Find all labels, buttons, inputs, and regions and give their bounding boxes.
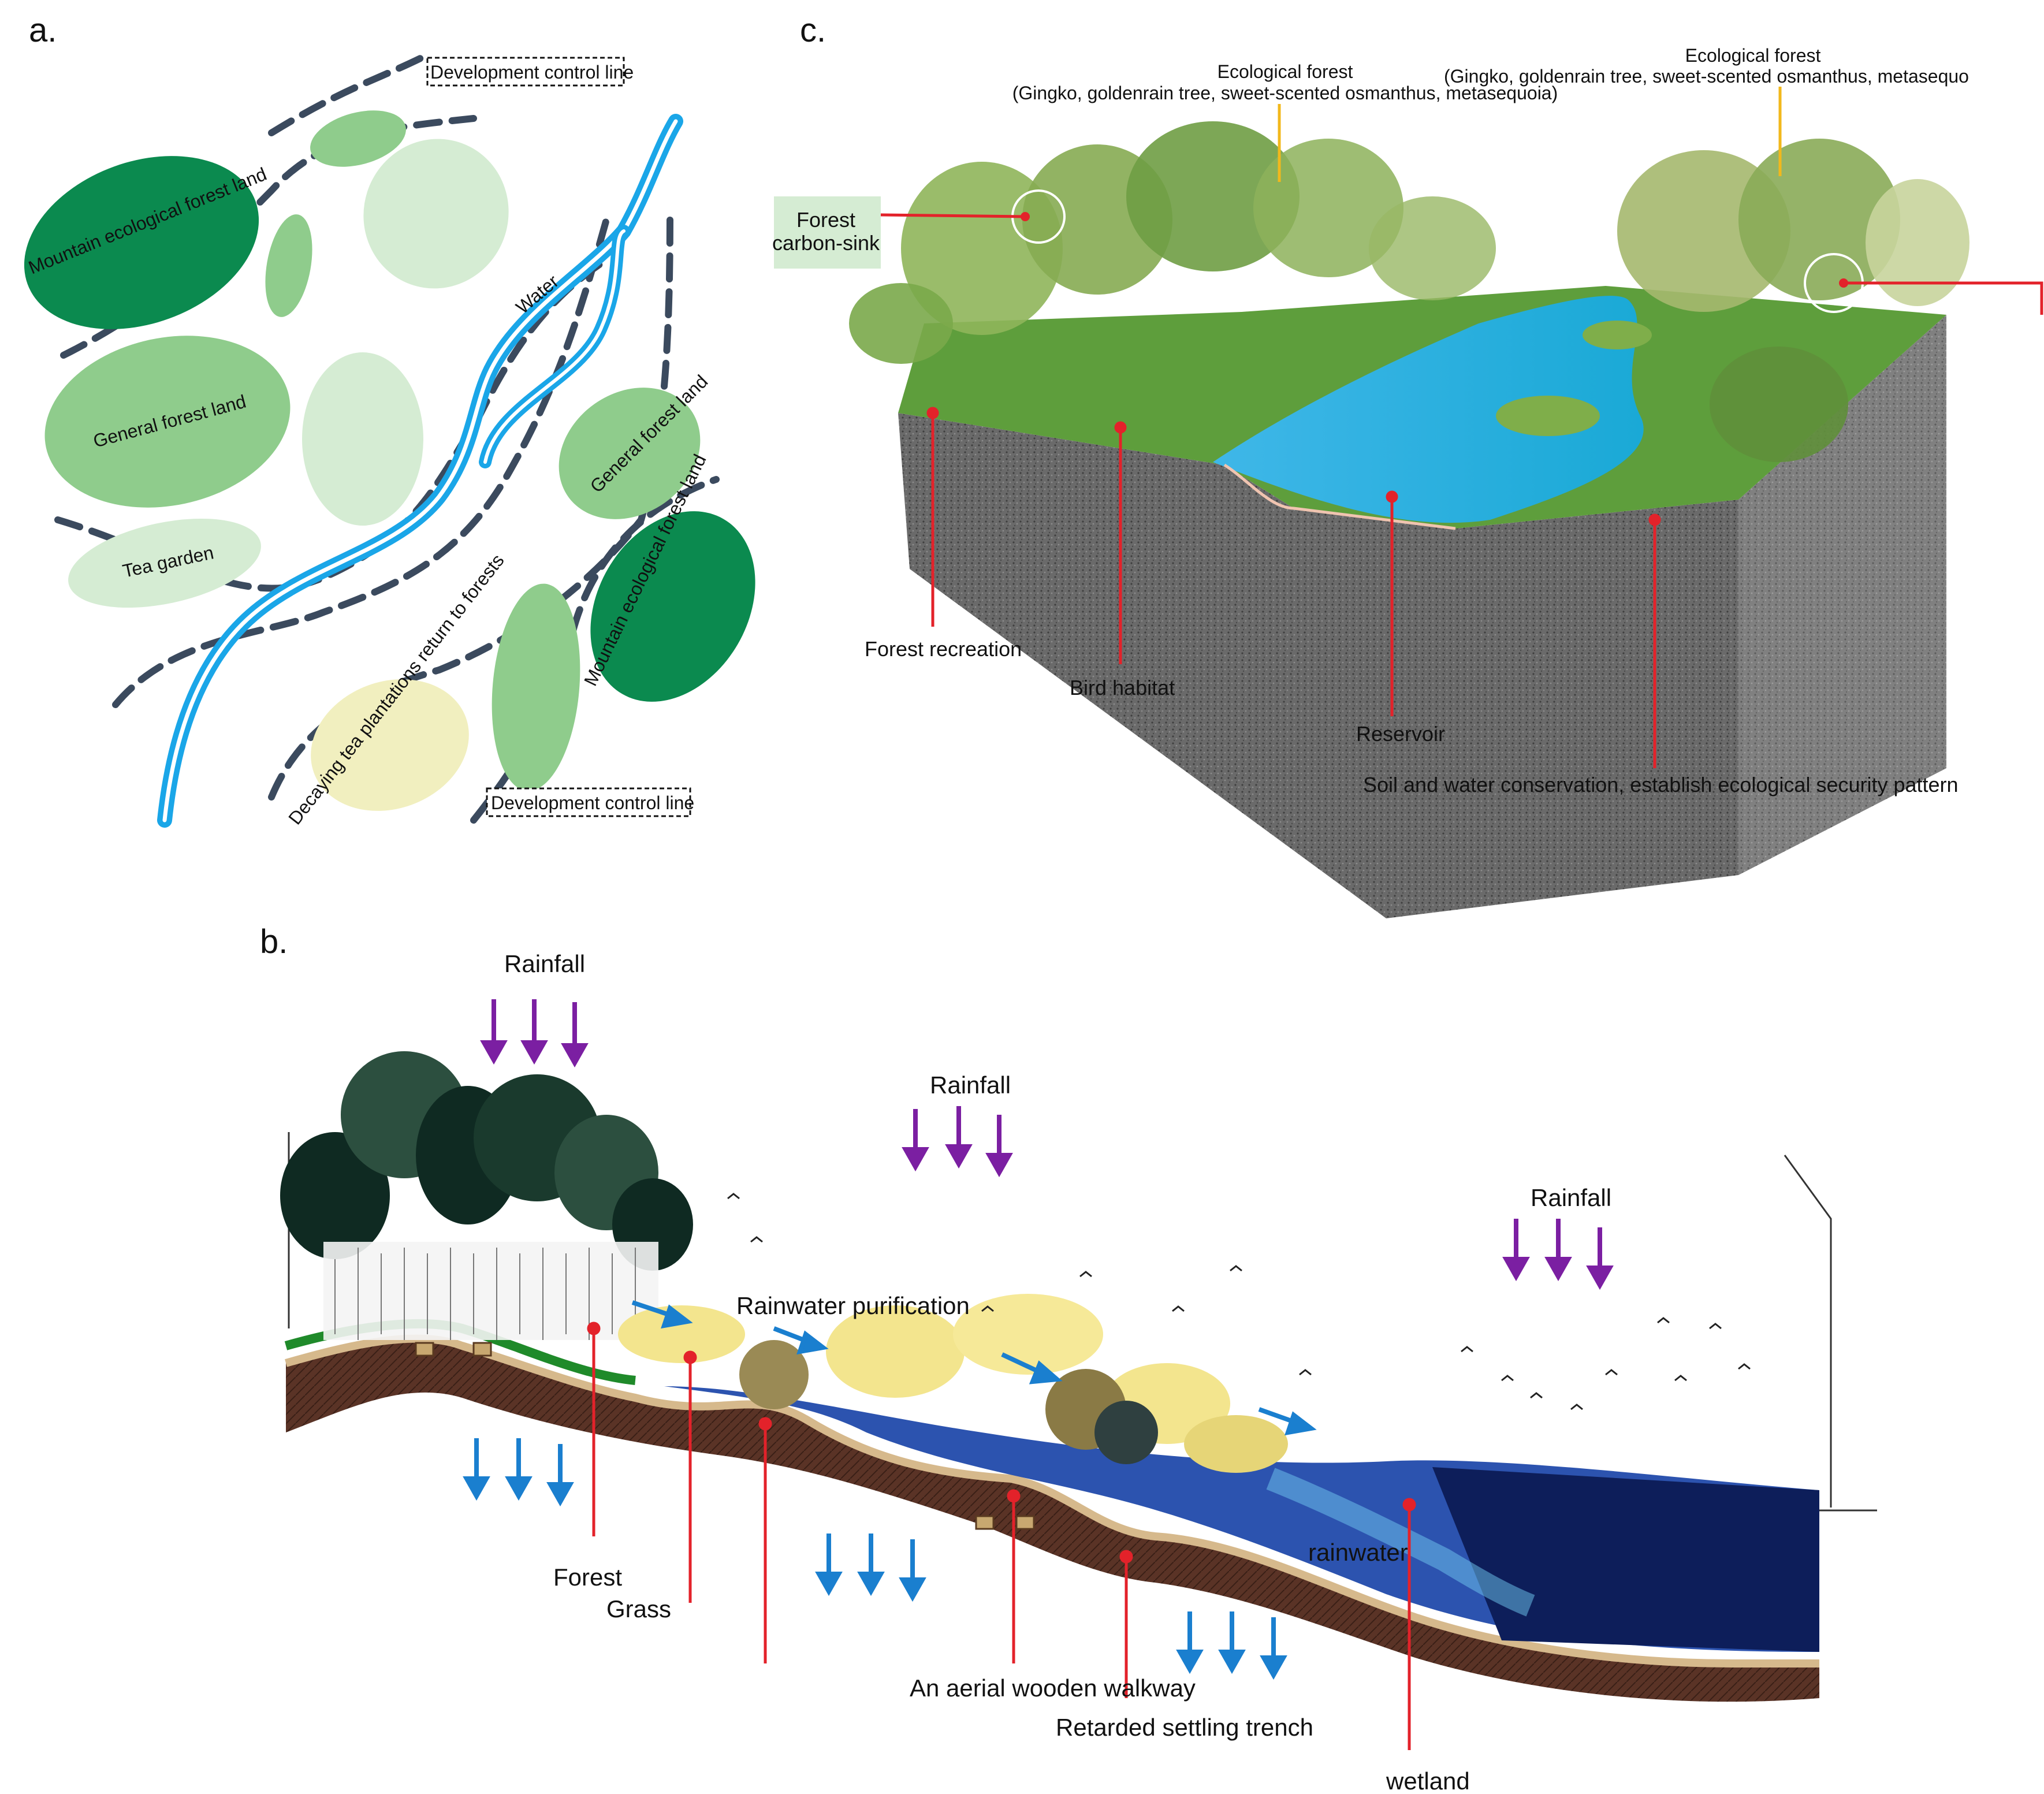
deep-water: [1432, 1467, 1819, 1652]
leader-dot: [1021, 212, 1030, 221]
forest-patch-ellipse: [265, 214, 312, 317]
reed-island: [1583, 321, 1652, 349]
walkway-posts: [415, 1342, 1035, 1530]
tea-garden-ellipse: [68, 518, 261, 608]
rainfall-label-1: Rainfall: [504, 950, 585, 977]
rainfall-label-3: Rainfall: [1531, 1184, 1611, 1211]
leader-dot: [1402, 1498, 1416, 1512]
panel-c: Ecological forest (Gingko, goldenrain tr…: [772, 45, 2043, 918]
dev-control-box-top: [426, 57, 625, 87]
leader-dot: [683, 1350, 697, 1364]
red-leader: [880, 213, 1026, 218]
general-forest-right-ellipse: [559, 388, 701, 519]
dashed-line: [268, 51, 431, 136]
forest-patch-ellipse: [310, 110, 406, 167]
forest-recreation-label: Forest recreation: [865, 637, 1022, 661]
walkway-label: An aerial wooden walkway: [910, 1674, 1196, 1702]
leader-dot: [758, 1417, 772, 1431]
forest-label: Forest: [553, 1564, 622, 1591]
reservoir-water: [1213, 296, 1644, 523]
rainwater-purification-label: Rainwater purification: [736, 1292, 970, 1319]
panel-label-c: c.: [800, 12, 826, 49]
birds: [727, 1193, 1751, 1410]
bird-habitat-label: Bird habitat: [1070, 676, 1175, 699]
sand-layer: [285, 1334, 1819, 1668]
leader-dot: [1119, 1550, 1133, 1564]
decaying-tea-ellipse: [311, 679, 469, 811]
panel-label-b: b.: [260, 923, 288, 961]
carbon-sink-label-2: carbon-sink: [772, 231, 880, 255]
grass-label: Grass: [606, 1595, 671, 1622]
tree-canopy-group: [849, 121, 1969, 462]
soil-water-label: Soil and water conservation, establish e…: [1363, 773, 1959, 796]
leader-dot: [1648, 513, 1661, 526]
general-forest-left-ellipse: [44, 336, 291, 508]
eco-forest-1-title: Ecological forest: [1218, 61, 1353, 82]
panel-b: Rainfall Rainfall Rainfall Rainwater pur…: [280, 950, 1877, 1794]
reed-clusters: [618, 1294, 1288, 1473]
mountain-forest-left-ellipse: [24, 156, 259, 329]
dev-control-label-bottom: Development control line: [491, 792, 694, 813]
forest-canopy: [280, 1051, 693, 1340]
rainwater-label: rainwater: [1308, 1539, 1408, 1566]
panel-a: Mountain ecological forest land General …: [24, 51, 755, 828]
soil-layer: [286, 1338, 1819, 1702]
carbon-sink-label-1: Forest: [796, 208, 855, 232]
leader-dot: [1007, 1489, 1021, 1503]
leader-dot: [1386, 490, 1398, 503]
eco-forest-2-title: Ecological forest: [1685, 45, 1821, 66]
infiltration-arrows: [463, 1300, 1317, 1680]
trench-label: Retarded settling trench: [1056, 1714, 1313, 1741]
red-leader: [1844, 281, 2043, 315]
dev-control-label-top: Development control line: [430, 62, 634, 83]
leader-dot: [587, 1322, 601, 1335]
dev-control-box-bottom: [486, 787, 691, 817]
eco-forest-1-species: (Gingko, goldenrain tree, sweet-scented …: [1012, 83, 1558, 103]
back-wall-line: [1784, 1155, 1832, 1508]
rainfall-label-2: Rainfall: [930, 1071, 1011, 1099]
block-front-face: [898, 413, 1738, 918]
wetland-label: wetland: [1386, 1767, 1470, 1794]
reed-island: [1496, 396, 1600, 436]
leader-dot: [1839, 278, 1848, 288]
rainfall-arrows: [480, 999, 1614, 1290]
forest-patch-ellipse: [492, 583, 580, 791]
light-forest-patch-ellipse: [363, 139, 509, 289]
eco-forest-2-species: (Gingko, goldenrain tree, sweet-scented …: [1444, 66, 1969, 87]
reservoir-label: Reservoir: [1356, 722, 1445, 746]
leader-dot: [926, 407, 939, 419]
panel-label-a: a.: [29, 12, 57, 49]
mountain-forest-right-ellipse: [590, 511, 755, 702]
carbon-sink-box: [774, 196, 881, 269]
light-forest-patch-ellipse: [302, 352, 423, 526]
leader-dot: [1114, 421, 1127, 434]
